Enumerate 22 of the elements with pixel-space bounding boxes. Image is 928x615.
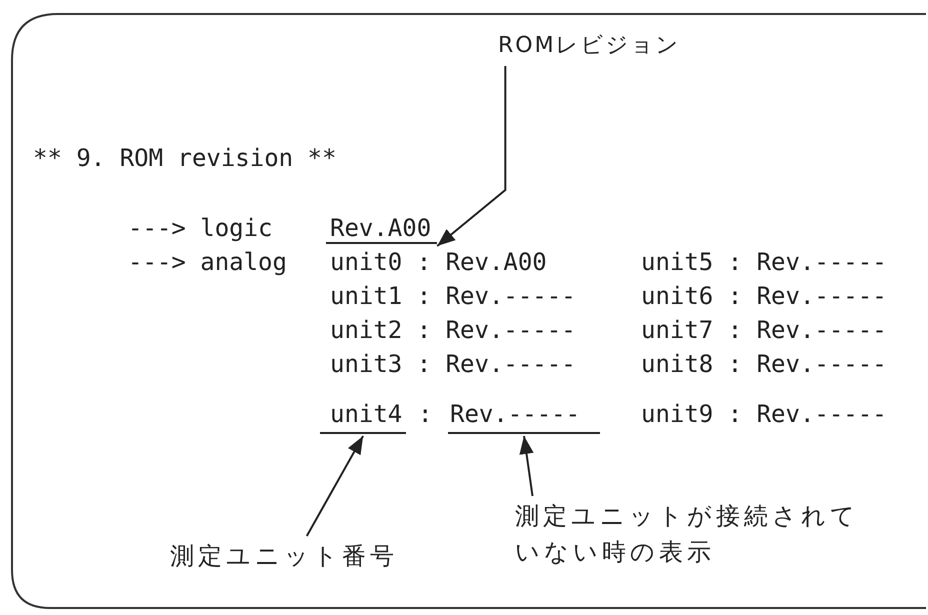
leader-arrow: [436, 66, 506, 247]
status-text: unit7 : Rev.-----: [641, 316, 887, 344]
status-text: unit9 : Rev.-----: [641, 400, 887, 428]
status-text: unit5 : Rev.-----: [641, 248, 887, 276]
underlined-text: Rev.A00: [326, 214, 438, 244]
menu-line: ---> logic: [128, 214, 272, 242]
status-text: unit0 : Rev.A00: [330, 248, 547, 276]
leader-arrow: [306, 436, 364, 536]
status-text: unit6 : Rev.-----: [641, 282, 887, 310]
callout-text: 測定ユニット番号: [170, 538, 398, 574]
callout-text: 測定ユニットが接続されていない時の表示: [515, 498, 865, 570]
separator-text: :: [418, 400, 432, 428]
status-text: unit2 : Rev.-----: [330, 316, 576, 344]
underlined-text: Rev.-----: [448, 400, 600, 434]
menu-line: ---> analog: [128, 248, 287, 276]
status-text: unit8 : Rev.-----: [641, 350, 887, 378]
underlined-text: unit4: [320, 400, 406, 434]
leader-arrow: [519, 436, 534, 496]
callout-text: ROMレビジョン: [498, 28, 681, 64]
status-text: unit1 : Rev.-----: [330, 282, 576, 310]
status-text: unit3 : Rev.-----: [330, 350, 576, 378]
screen-heading: ** 9. ROM revision **: [33, 144, 336, 172]
